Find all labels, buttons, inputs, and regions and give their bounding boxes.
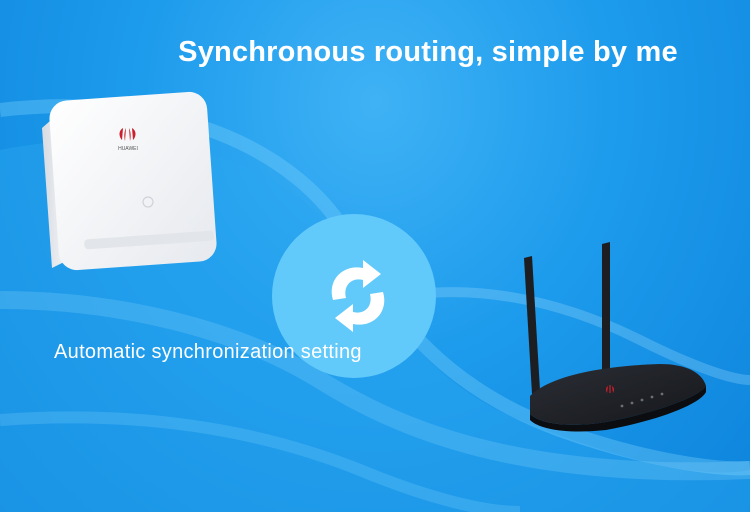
sync-arrows-icon bbox=[331, 260, 385, 332]
huawei-logo-icon bbox=[119, 128, 136, 141]
wifi-extender-device: HUAWEI bbox=[42, 91, 217, 271]
headline: Synchronous routing, simple by me bbox=[178, 36, 678, 68]
feature-caption: Automatic synchronization setting bbox=[54, 341, 362, 363]
router-huawei-logo-icon bbox=[606, 385, 614, 393]
sync-circle bbox=[272, 214, 436, 378]
wireless-router-device bbox=[524, 242, 706, 432]
extender-logo-text: HUAWEI bbox=[118, 146, 138, 152]
